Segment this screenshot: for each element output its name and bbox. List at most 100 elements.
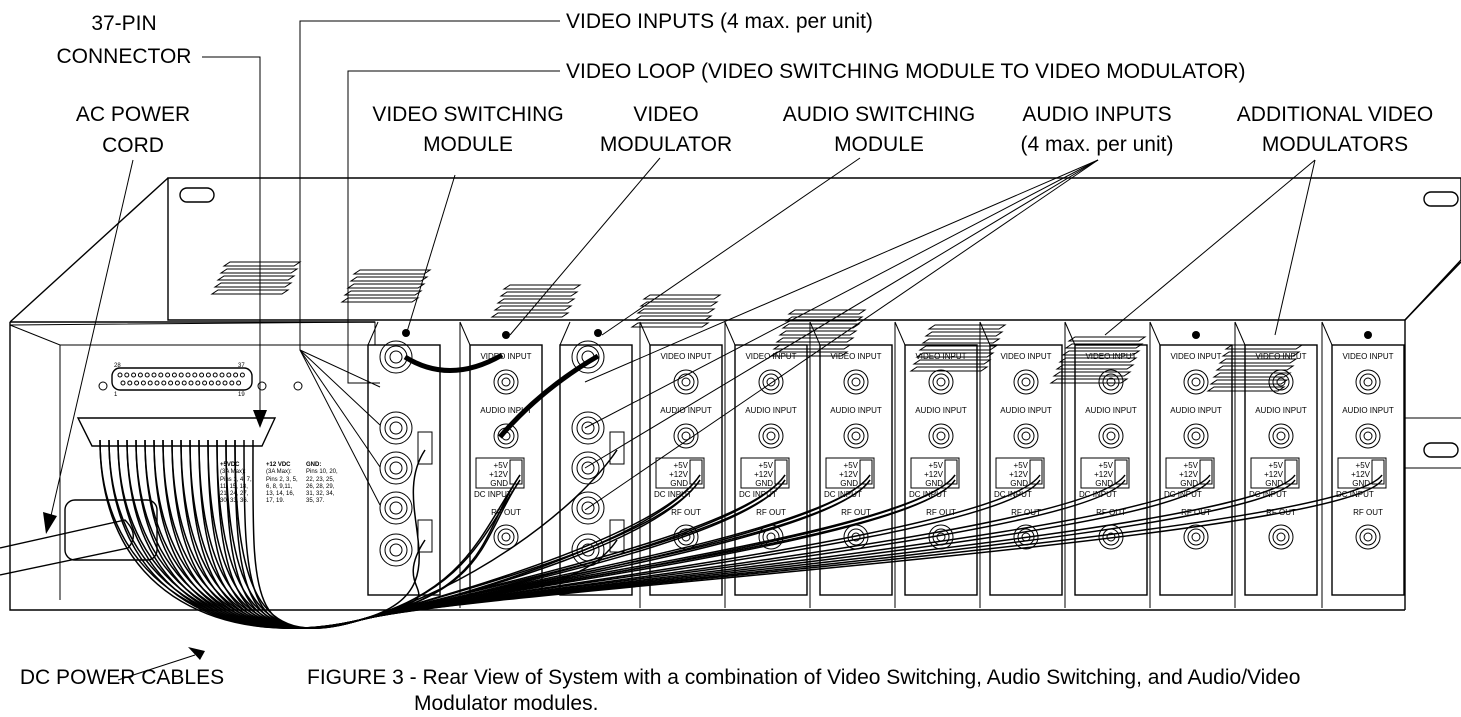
video-input-label: VIDEO INPUT bbox=[1000, 352, 1051, 361]
input-jack bbox=[571, 340, 605, 374]
module-edge bbox=[724, 321, 736, 346]
dc-plus5v-label: +5V bbox=[759, 461, 774, 470]
dc-gnd-label: GND bbox=[1095, 479, 1113, 488]
video-input-jack bbox=[928, 369, 954, 395]
vent-slots bbox=[210, 261, 1304, 392]
rf-out-jack bbox=[1191, 532, 1201, 542]
dc-terminal bbox=[417, 431, 433, 465]
connector-pin bbox=[124, 372, 130, 378]
vent-slot bbox=[1064, 343, 1144, 349]
vent-slot bbox=[502, 284, 582, 290]
vent-slot bbox=[915, 352, 995, 358]
pin-col1-row3: 21, 24, 27, bbox=[220, 491, 249, 497]
pin-col2-head: +12 VDC bbox=[266, 462, 291, 468]
input-jack bbox=[384, 538, 408, 562]
dc-plus5v-label: +5V bbox=[1099, 461, 1114, 470]
input-jack bbox=[379, 340, 413, 374]
video-input-jack bbox=[1187, 373, 1205, 391]
input-jack bbox=[384, 496, 408, 520]
connector-pin bbox=[178, 372, 184, 378]
module-edge bbox=[459, 321, 471, 346]
pin-col3-head: GND: bbox=[306, 462, 321, 468]
audio-input-label: AUDIO INPUT bbox=[660, 406, 712, 415]
label-vsm-line2: MODULE bbox=[423, 133, 513, 156]
vent-slot bbox=[639, 301, 719, 307]
pin-col3-row5: 35, 37. bbox=[306, 498, 325, 504]
audio-input-label: AUDIO INPUT bbox=[915, 406, 967, 415]
vent-slot bbox=[630, 322, 710, 328]
screw-far-right bbox=[293, 381, 303, 391]
connector-pin bbox=[151, 372, 157, 378]
dc-power-cables bbox=[99, 439, 1383, 629]
input-jack bbox=[576, 496, 600, 520]
connector-pin bbox=[215, 380, 221, 386]
vent-slot bbox=[222, 261, 302, 267]
leader-video-inputs bbox=[299, 20, 560, 350]
vent-slot bbox=[636, 308, 716, 314]
label-ac-line1: AC POWER bbox=[76, 103, 190, 126]
input-jack bbox=[389, 501, 403, 515]
dc-input-block bbox=[655, 457, 705, 489]
input-jack bbox=[389, 421, 403, 435]
audio-input-jack bbox=[1102, 427, 1120, 445]
connector-pin bbox=[147, 380, 153, 386]
vent-slot bbox=[1052, 371, 1132, 377]
dc-input-label: DC INPUT bbox=[1249, 490, 1287, 499]
rack-ear-slot-right bbox=[1423, 191, 1459, 207]
video-input-jack bbox=[681, 377, 691, 387]
screw-left bbox=[98, 381, 108, 391]
connector-pin bbox=[202, 380, 208, 386]
dc-plus5v-label: +5V bbox=[1184, 461, 1199, 470]
connector-pin-28: 28 bbox=[114, 363, 121, 369]
connector-pin bbox=[127, 380, 133, 386]
rf-out-jack bbox=[1276, 532, 1286, 542]
module-edge bbox=[1234, 321, 1246, 346]
rack-flange bbox=[167, 177, 1461, 321]
video-input-jack bbox=[501, 377, 511, 387]
pin-col2-sub: (3A Max): bbox=[266, 469, 292, 475]
vent-slot bbox=[349, 276, 429, 282]
module-edge bbox=[979, 321, 991, 346]
audio-input-jack bbox=[932, 427, 950, 445]
leader-vi-3 bbox=[299, 349, 381, 468]
dc-input-block bbox=[825, 457, 875, 489]
vent-slot bbox=[343, 290, 423, 296]
dc-plus12v-label: +12V bbox=[1351, 470, 1371, 479]
rf-out-label: RF OUT bbox=[1181, 508, 1211, 517]
audio-input-jack bbox=[1268, 423, 1294, 449]
callout-dot bbox=[1364, 331, 1372, 339]
audio-input-jack bbox=[1359, 427, 1377, 445]
module-edge bbox=[894, 321, 906, 346]
leader-vi-1 bbox=[299, 349, 381, 388]
dc-input-block bbox=[910, 457, 960, 489]
dc-plus5v-label: +5V bbox=[1014, 461, 1029, 470]
dc-plus12v-label: +12V bbox=[1179, 470, 1199, 479]
audio-input-jack bbox=[928, 423, 954, 449]
input-jack bbox=[581, 501, 595, 515]
rf-out-jack bbox=[1359, 528, 1377, 546]
audio-input-jack bbox=[936, 431, 946, 441]
label-ac-line2: CORD bbox=[102, 134, 164, 157]
audio-input-label: AUDIO INPUT bbox=[1170, 406, 1222, 415]
audio-input-label: AUDIO INPUT bbox=[1085, 406, 1137, 415]
connector-pin-1: 1 bbox=[114, 392, 118, 398]
leader-asm bbox=[601, 157, 861, 336]
rf-out-jack bbox=[1187, 528, 1205, 546]
connector-pin bbox=[199, 372, 205, 378]
dc-cable bbox=[108, 439, 1383, 629]
rf-out-jack bbox=[1363, 532, 1373, 542]
label-video-inputs: VIDEO INPUTS (4 max. per unit) bbox=[566, 10, 873, 33]
connector-pin bbox=[185, 372, 191, 378]
pin-col3-row4: 31, 32, 34, bbox=[306, 491, 335, 497]
rf-out-jack bbox=[1183, 524, 1209, 550]
dc-input-block bbox=[995, 457, 1045, 489]
leader-dc bbox=[117, 654, 196, 681]
audio-input-jack bbox=[1272, 427, 1290, 445]
rack-ear-slot-left bbox=[179, 187, 215, 203]
vent-slot bbox=[216, 275, 296, 281]
module-faceplate bbox=[734, 344, 808, 596]
audio-input-label: AUDIO INPUT bbox=[1000, 406, 1052, 415]
screw-right bbox=[257, 381, 267, 391]
